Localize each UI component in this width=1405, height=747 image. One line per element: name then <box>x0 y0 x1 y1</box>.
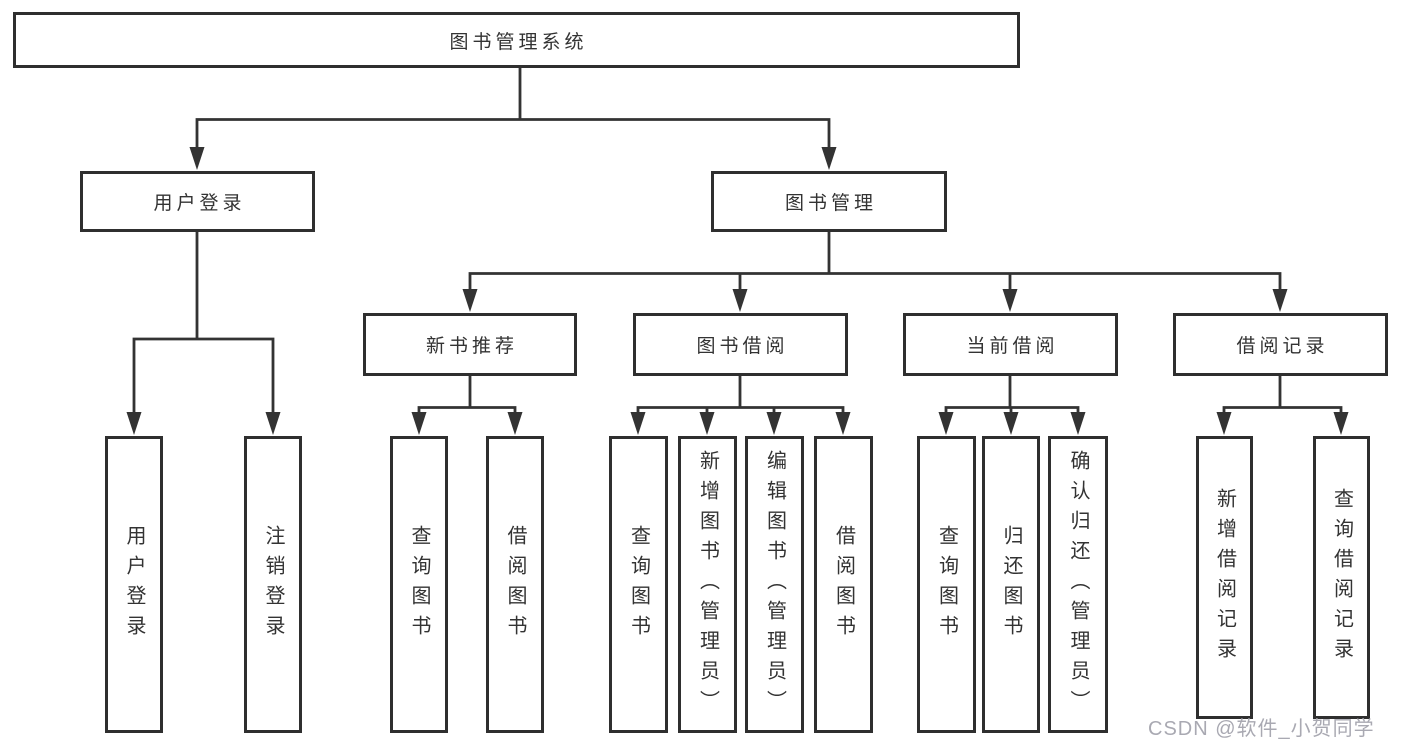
leaf-current-return-books: 归还图书 <box>982 436 1040 733</box>
leaf-current-confirm-return-admin: 确认归还（管理员） <box>1048 436 1108 733</box>
leaf-records-add-record: 新增借阅记录 <box>1196 436 1253 719</box>
leaf-current-query-books: 查询图书 <box>917 436 976 733</box>
leaf-current-query-books-label: 查询图书 <box>935 524 958 645</box>
leaf-current-return-books-label: 归还图书 <box>1000 524 1022 645</box>
leaf-borrow-borrow-books-label: 借阅图书 <box>832 524 855 645</box>
arrowheads <box>126 147 1349 435</box>
leaf-logout-label: 注销登录 <box>262 524 284 645</box>
leaf-newbook-query-books: 查询图书 <box>390 436 448 733</box>
node-user-login: 用户登录 <box>80 171 315 232</box>
node-current-borrowing: 当前借阅 <box>903 313 1118 376</box>
leaf-borrow-add-books-admin-label: 新增图书（管理员） <box>696 449 719 720</box>
edge-current-borrow-subtree <box>944 376 1080 414</box>
edge-root-to-level2 <box>195 68 831 150</box>
edge-user-login-subtree <box>132 232 275 414</box>
csdn-watermark: CSDN @软件_小贺同学 <box>1148 718 1375 740</box>
leaf-newbook-query-books-label: 查询图书 <box>408 524 430 645</box>
leaf-borrow-borrow-books: 借阅图书 <box>814 436 873 733</box>
node-book-borrowing: 图书借阅 <box>633 313 848 376</box>
leaf-current-confirm-return-admin-label: 确认归还（管理员） <box>1067 449 1089 720</box>
node-new-book-recommend: 新书推荐 <box>363 313 577 376</box>
leaf-borrow-query-books: 查询图书 <box>609 436 668 733</box>
leaf-records-query-record-label: 查询借阅记录 <box>1330 487 1353 668</box>
leaf-borrow-edit-books-admin-label: 编辑图书（管理员） <box>763 449 786 720</box>
node-user-login-label: 用户登录 <box>153 193 246 214</box>
leaf-borrow-query-books-label: 查询图书 <box>627 524 650 645</box>
edge-borrow-records-subtree <box>1222 376 1343 414</box>
edge-book-mgmt-to-level3 <box>468 232 1282 292</box>
node-book-borrowing-label: 图书借阅 <box>696 336 789 357</box>
node-new-book-recommend-label: 新书推荐 <box>425 336 518 357</box>
node-book-management-label: 图书管理 <box>784 193 877 214</box>
leaf-borrow-add-books-admin: 新增图书（管理员） <box>678 436 737 733</box>
leaf-newbook-borrow-books: 借阅图书 <box>486 436 544 733</box>
leaf-records-add-record-label: 新增借阅记录 <box>1213 487 1236 668</box>
leaf-borrow-edit-books-admin: 编辑图书（管理员） <box>745 436 804 733</box>
node-borrowing-records-label: 借阅记录 <box>1236 336 1329 357</box>
leaf-user-login: 用户登录 <box>105 436 163 733</box>
leaf-logout: 注销登录 <box>244 436 302 733</box>
node-root-library-system: 图书管理系统 <box>13 12 1020 68</box>
edge-new-book-subtree <box>417 376 517 414</box>
edge-book-borrow-subtree <box>636 376 845 414</box>
node-current-borrowing-label: 当前借阅 <box>966 336 1059 357</box>
node-borrowing-records: 借阅记录 <box>1173 313 1388 376</box>
leaf-user-login-label: 用户登录 <box>123 524 145 645</box>
node-book-management: 图书管理 <box>711 171 947 232</box>
node-root-label: 图书管理系统 <box>449 31 588 53</box>
leaf-records-query-record: 查询借阅记录 <box>1313 436 1370 719</box>
leaf-newbook-borrow-books-label: 借阅图书 <box>504 524 526 645</box>
